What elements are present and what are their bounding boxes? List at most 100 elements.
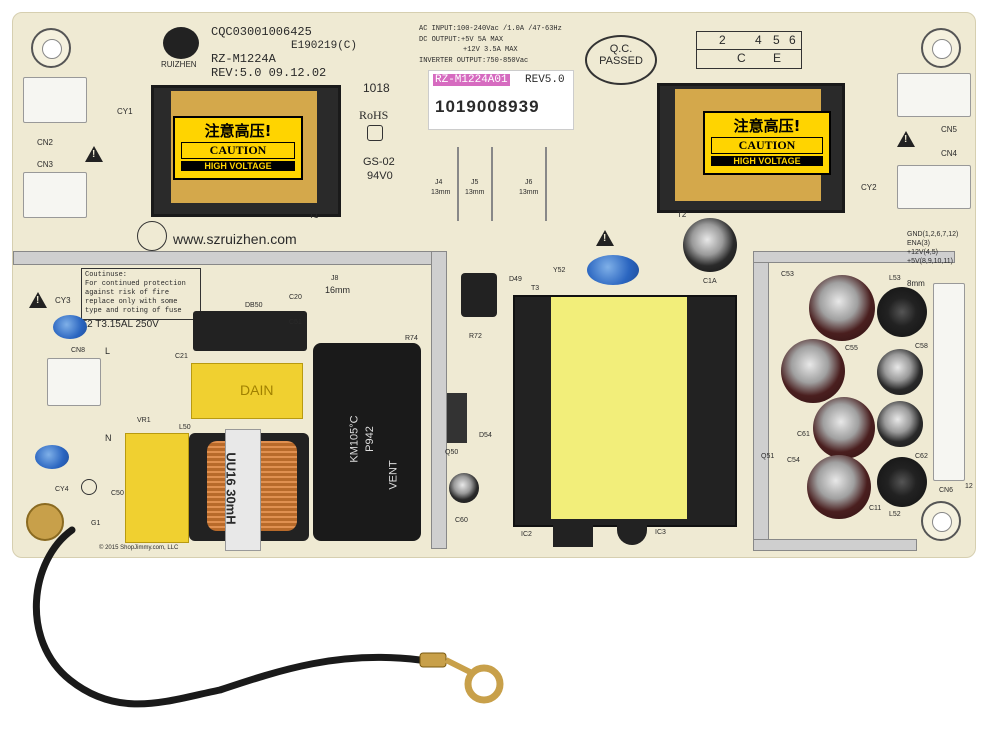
ref-c61: C61 <box>797 431 810 438</box>
y-capacitor-y52 <box>587 255 639 285</box>
ref-ic3: IC3 <box>655 529 666 536</box>
ref-l52: L52 <box>889 511 901 518</box>
ref-y52: Y52 <box>553 267 566 274</box>
date-grid: 2 4 5 6 C E <box>696 31 802 69</box>
ref-c51: C51 <box>289 319 302 326</box>
ref-j9-len: 8mm <box>907 279 925 288</box>
capacitor-c1a <box>683 218 737 272</box>
ref-j6: J6 <box>525 179 533 186</box>
grid-digit: E <box>773 51 782 65</box>
fuse-rating: F2 T3.15AL 250V <box>81 319 159 330</box>
bulk-capacitor <box>313 343 421 541</box>
ref-j5: J5 <box>471 179 479 186</box>
grid-digit: 2 <box>719 33 726 47</box>
spec-inverter: INVERTER OUTPUT:750-850Vac <box>419 57 529 65</box>
warning-triangle-icon <box>29 292 47 308</box>
fet-q50 <box>447 393 467 443</box>
serial-sticker: RZ-M1224A01 REV5.0 1019008939 <box>428 70 574 130</box>
rohs-mark: RoHS <box>359 108 389 122</box>
y-capacitor-cy3 <box>53 315 87 339</box>
caution-label-right: 注意高压! CAUTION HIGH VOLTAGE <box>703 111 831 175</box>
x-capacitor-c50 <box>125 433 189 543</box>
ic-ic2 <box>553 521 593 547</box>
qc-stamp-line-2: PASSED <box>599 55 643 67</box>
spec-ac-input: AC INPUT:100-240Vac /1.0A /47-63Hz <box>419 25 562 33</box>
connector-cn3[interactable] <box>23 172 87 218</box>
capacitor-c60 <box>449 473 479 503</box>
ref-q50: Q50 <box>445 449 459 456</box>
ref-j8: J8 <box>331 275 339 282</box>
mounting-hole <box>921 501 961 541</box>
connector-cn6[interactable] <box>933 283 965 481</box>
ul-code: GS-02 <box>363 156 395 168</box>
ref-c20: C20 <box>289 294 302 301</box>
ref-l53: L53 <box>889 275 901 282</box>
ref-g1: G1 <box>91 520 101 527</box>
grid-digit: 5 <box>773 33 780 47</box>
ref-c53: C53 <box>781 271 794 278</box>
ref-t3: T3 <box>531 285 540 292</box>
connector-cn8[interactable] <box>47 358 101 406</box>
warning-triangle-icon <box>596 230 614 246</box>
ref-cy4: CY4 <box>55 486 69 493</box>
ref-j4: J4 <box>435 179 443 186</box>
mounting-hole <box>31 28 71 68</box>
ref-t1: T1 <box>309 211 319 220</box>
inductor-l53 <box>877 287 927 337</box>
jumper-j5 <box>491 147 493 221</box>
capacitor-c53 <box>809 275 875 341</box>
caution-en: CAUTION <box>181 142 295 159</box>
grid-digit: 6 <box>789 33 796 47</box>
fuse-notice-line: against risk of fire <box>85 289 170 297</box>
ref-cy1: CY1 <box>117 107 133 116</box>
connector-cn4[interactable] <box>897 165 971 209</box>
ref-c58: C58 <box>915 343 928 350</box>
part-number: CQC03001006425 <box>211 25 312 39</box>
caution-cn: 注意高压! <box>204 122 272 140</box>
capacitor-c58 <box>877 349 923 395</box>
fuse-notice-line: Coutinuse: <box>85 271 128 279</box>
ref-d49: D49 <box>509 276 522 283</box>
heatsink-left-vertical <box>431 251 447 549</box>
grid-digit: C <box>737 51 746 65</box>
ic-ic3 <box>617 521 647 545</box>
ref-l50: L50 <box>179 424 191 431</box>
relay-brand: DAIN <box>240 382 274 398</box>
choke-label-tag <box>225 429 261 551</box>
capacitor-c61 <box>813 397 875 459</box>
ref-l: L <box>105 346 111 356</box>
spec-dc-output-2: +12V 3.5A MAX <box>463 46 518 54</box>
jumper-j4 <box>457 147 459 221</box>
caution-hv: HIGH VOLTAGE <box>711 156 823 166</box>
grid-digit: 4 <box>755 33 762 47</box>
ref-cn8: CN8 <box>71 347 86 354</box>
caution-en: CAUTION <box>711 137 823 154</box>
brand-name: RUIZHEN <box>161 60 197 69</box>
ref-t2: T2 <box>677 210 687 219</box>
connector-cn2[interactable] <box>23 77 87 123</box>
qc-passed-stamp: Q.C. PASSED <box>585 35 657 85</box>
ref-vr1: VR1 <box>137 417 151 424</box>
heatsink-right-top <box>753 251 955 263</box>
capacitor-c11 <box>807 455 871 519</box>
pin-legend-ena: ENA(3) <box>907 240 930 247</box>
ref-db50: DB50 <box>245 302 263 309</box>
pb-free-icon <box>137 221 167 251</box>
ref-d54: D54 <box>479 432 492 439</box>
heatsink-right-bottom <box>753 539 917 551</box>
ref-n: N <box>105 433 112 443</box>
recycle-icon <box>367 125 383 141</box>
pin-legend-gnd: GND(1,2,6,7,12) <box>907 231 959 238</box>
y-capacitor-cy4 <box>35 445 69 469</box>
copyright: © 2015 ShopJimmy.com, LLC <box>99 545 179 551</box>
jumper-j6 <box>545 147 547 221</box>
website: www.szruizhen.com <box>173 231 297 247</box>
ref-c50: C50 <box>111 490 124 497</box>
pcb-board: RUIZHEN CQC03001006425 E190219(C) RZ-M12… <box>12 12 976 558</box>
fuse-notice-line: For continued protection <box>85 280 186 288</box>
connector-cn5[interactable] <box>897 73 971 117</box>
ref-r74: R74 <box>405 335 418 342</box>
pin-legend-12v: +12V(4,5) <box>907 249 938 256</box>
fuse-notice-line: type and roting of fuse <box>85 307 182 315</box>
revision: REV:5.0 09.12.02 <box>211 66 327 80</box>
